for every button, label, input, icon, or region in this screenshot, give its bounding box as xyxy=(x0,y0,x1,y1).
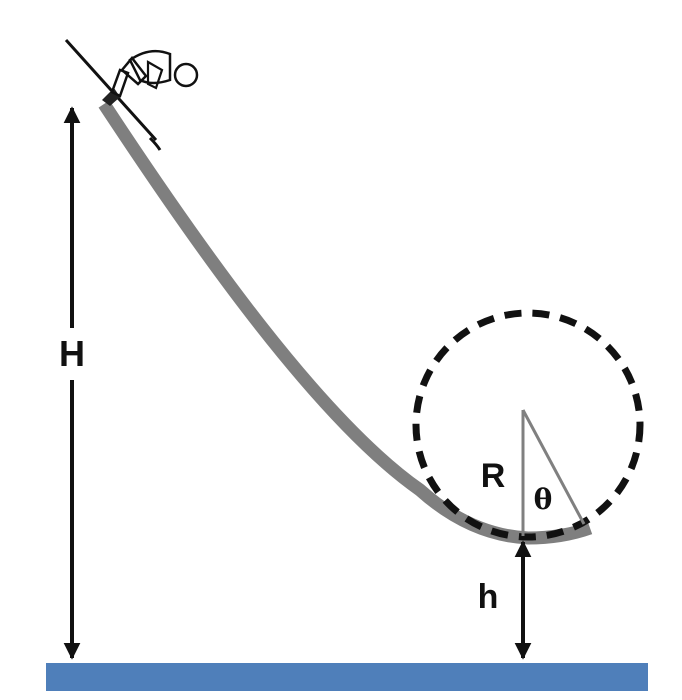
radius-angled-line xyxy=(521,409,586,525)
ground xyxy=(46,663,648,691)
curvature-circle xyxy=(412,309,644,541)
label-theta: θ xyxy=(534,483,553,516)
track-slope xyxy=(98,100,593,545)
label-R: R xyxy=(481,457,506,495)
label-H: H xyxy=(59,333,85,374)
label-h: h xyxy=(478,578,499,616)
skier-icon xyxy=(64,38,199,151)
